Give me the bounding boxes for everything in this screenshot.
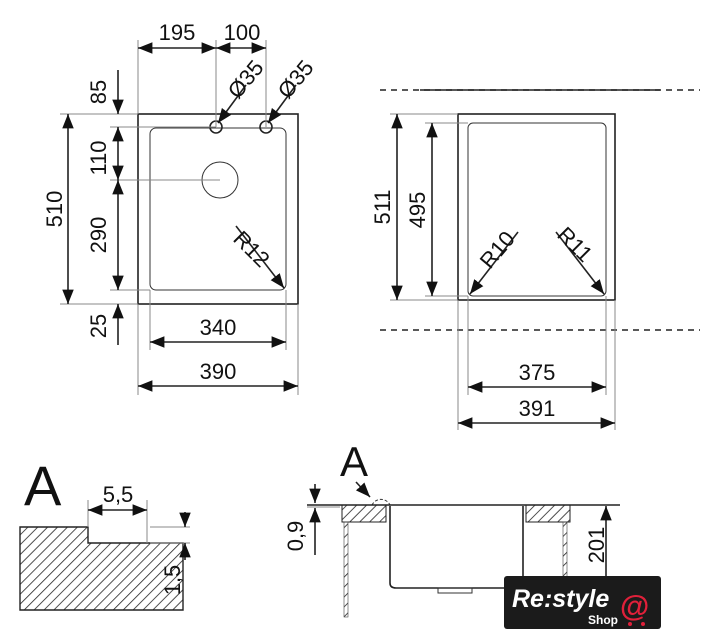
detail-a: A 5,5 1,5: [19, 454, 191, 611]
dim-290: 290: [86, 217, 111, 254]
dim-195: 195: [159, 20, 196, 45]
dim-85: 85: [86, 80, 111, 104]
dim-1-5: 1,5: [160, 565, 185, 596]
sink-bowl-section: [389, 506, 524, 589]
dim-495: 495: [405, 192, 430, 229]
countertop-right: [525, 504, 571, 523]
dim-r12: R12: [228, 226, 274, 272]
dim-510: 510: [42, 191, 67, 228]
dim-201: 201: [584, 527, 609, 564]
dim-diameter-2: Ø35: [273, 55, 319, 103]
sink-outline-side: [457, 113, 616, 301]
restyle-shop-logo: Re:style Shop @: [504, 576, 661, 629]
dim-25: 25: [86, 314, 111, 338]
dim-100: 100: [224, 20, 261, 45]
dim-0-9: 0,9: [283, 521, 308, 552]
logo-at-symbol: @: [620, 590, 649, 623]
dim-diameter-1: Ø35: [223, 55, 269, 103]
dim-110: 110: [86, 140, 111, 175]
section-view: A 0,9 201: [283, 438, 620, 618]
dim-340: 340: [200, 315, 237, 340]
dim-375: 375: [519, 360, 556, 385]
section-a-label: A: [340, 438, 368, 485]
side-view: 511 495 R10 R11 375 391: [370, 89, 700, 430]
drain-outlet: [437, 587, 473, 594]
top-view: 195 100 Ø35 Ø35 510 85 110 290 25 340 39…: [42, 20, 319, 395]
dim-r10: R10: [475, 226, 520, 273]
dim-r11: R11: [552, 222, 597, 267]
dim-390: 390: [200, 359, 237, 384]
logo-brand: Re:style: [512, 585, 609, 613]
detail-a-section: [19, 526, 184, 611]
detail-a-label: A: [24, 454, 62, 517]
dim-5-5: 5,5: [103, 482, 134, 507]
dim-391: 391: [519, 396, 556, 421]
countertop-left: [341, 504, 387, 523]
cabinet-wall-left: [343, 521, 349, 618]
logo-sub: Shop: [588, 613, 618, 627]
bowl-outline: [149, 127, 287, 291]
bowl-outline-side: [467, 122, 607, 297]
dim-511: 511: [370, 189, 395, 224]
